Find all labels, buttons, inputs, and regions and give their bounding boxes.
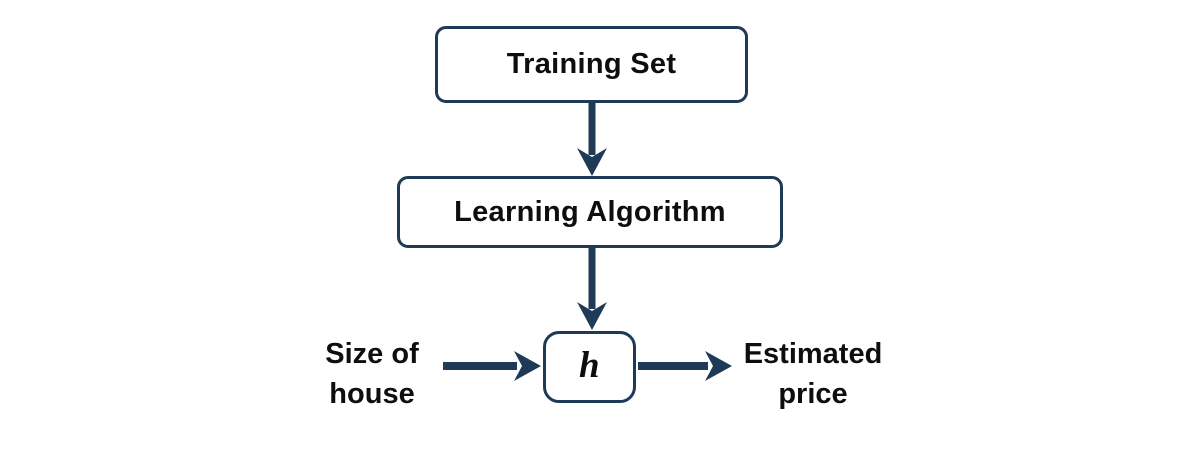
training-set-label: Training Set xyxy=(506,48,677,80)
hypothesis-label: h xyxy=(579,344,600,386)
output-label-estimated-price: Estimated price xyxy=(726,334,900,414)
arrow-right-input-to-hypothesis-icon xyxy=(443,351,541,381)
learning-algorithm-box: Learning Algorithm xyxy=(397,176,783,248)
arrow-right-hypothesis-to-output-icon xyxy=(638,351,732,381)
input-label-line2: house xyxy=(329,378,415,410)
input-label-size-of-house: Size of house xyxy=(312,334,432,414)
training-set-box: Training Set xyxy=(435,26,748,103)
input-label-line1: Size of xyxy=(325,338,419,370)
learning-algorithm-label: Learning Algorithm xyxy=(454,195,726,228)
arrow-down-algorithm-to-hypothesis-icon xyxy=(577,248,607,330)
arrow-down-training-to-algorithm-icon xyxy=(577,101,607,176)
output-label-line2: price xyxy=(778,378,848,410)
hypothesis-box: h xyxy=(543,331,636,403)
output-label-line1: Estimated xyxy=(743,338,883,370)
